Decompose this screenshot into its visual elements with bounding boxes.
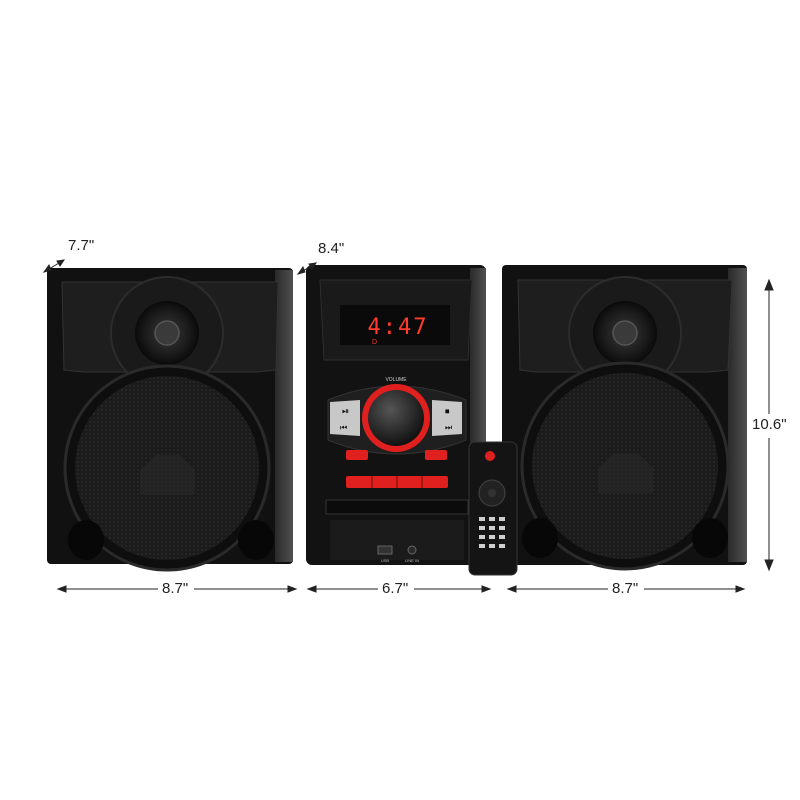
usb-port[interactable]: [377, 545, 393, 555]
next-icon: ⏭: [445, 423, 452, 432]
left-width-label: 8.7": [162, 580, 189, 597]
cd-slot[interactable]: [325, 499, 469, 515]
tweeter-icon: [154, 320, 180, 346]
speaker-depth-label: 7.7": [68, 237, 95, 254]
right-width-label: 8.7": [612, 580, 639, 597]
volume-label: VOLUME: [385, 377, 407, 383]
bass-port: [692, 518, 728, 558]
power-icon[interactable]: [485, 451, 495, 461]
center-width-label: 6.7": [382, 580, 409, 597]
display-indicator: D: [372, 339, 377, 346]
aux-label: LINE IN: [405, 558, 419, 563]
play-icon: ⏯: [342, 406, 349, 416]
play-pause-button[interactable]: [330, 400, 360, 436]
volume-knob[interactable]: [368, 390, 424, 446]
dimension-lines: [42, 259, 774, 593]
bass-port: [68, 520, 104, 560]
display-time: 4:47: [368, 315, 429, 340]
height-label: 10.6": [752, 416, 787, 433]
display-panel: [340, 305, 450, 345]
mode-button[interactable]: [425, 450, 447, 460]
bass-port: [238, 520, 274, 560]
stop-icon: ⏹: [445, 406, 450, 416]
unit-depth-label: 8.4": [318, 240, 345, 257]
remote-control: [468, 441, 518, 576]
bass-port: [522, 518, 558, 558]
usb-label: USB: [381, 558, 390, 563]
right-speaker: [502, 265, 747, 571]
left-speaker: [47, 268, 293, 572]
center-unit: 4:47 D VOLUME ⏯ ⏮ ⏹ ⏭ USB LINE IN: [306, 265, 486, 565]
prev-icon: ⏮: [340, 423, 347, 432]
aux-port[interactable]: [407, 545, 417, 555]
function-button[interactable]: [346, 450, 368, 460]
tweeter-icon: [612, 320, 638, 346]
stop-button[interactable]: [432, 400, 462, 436]
